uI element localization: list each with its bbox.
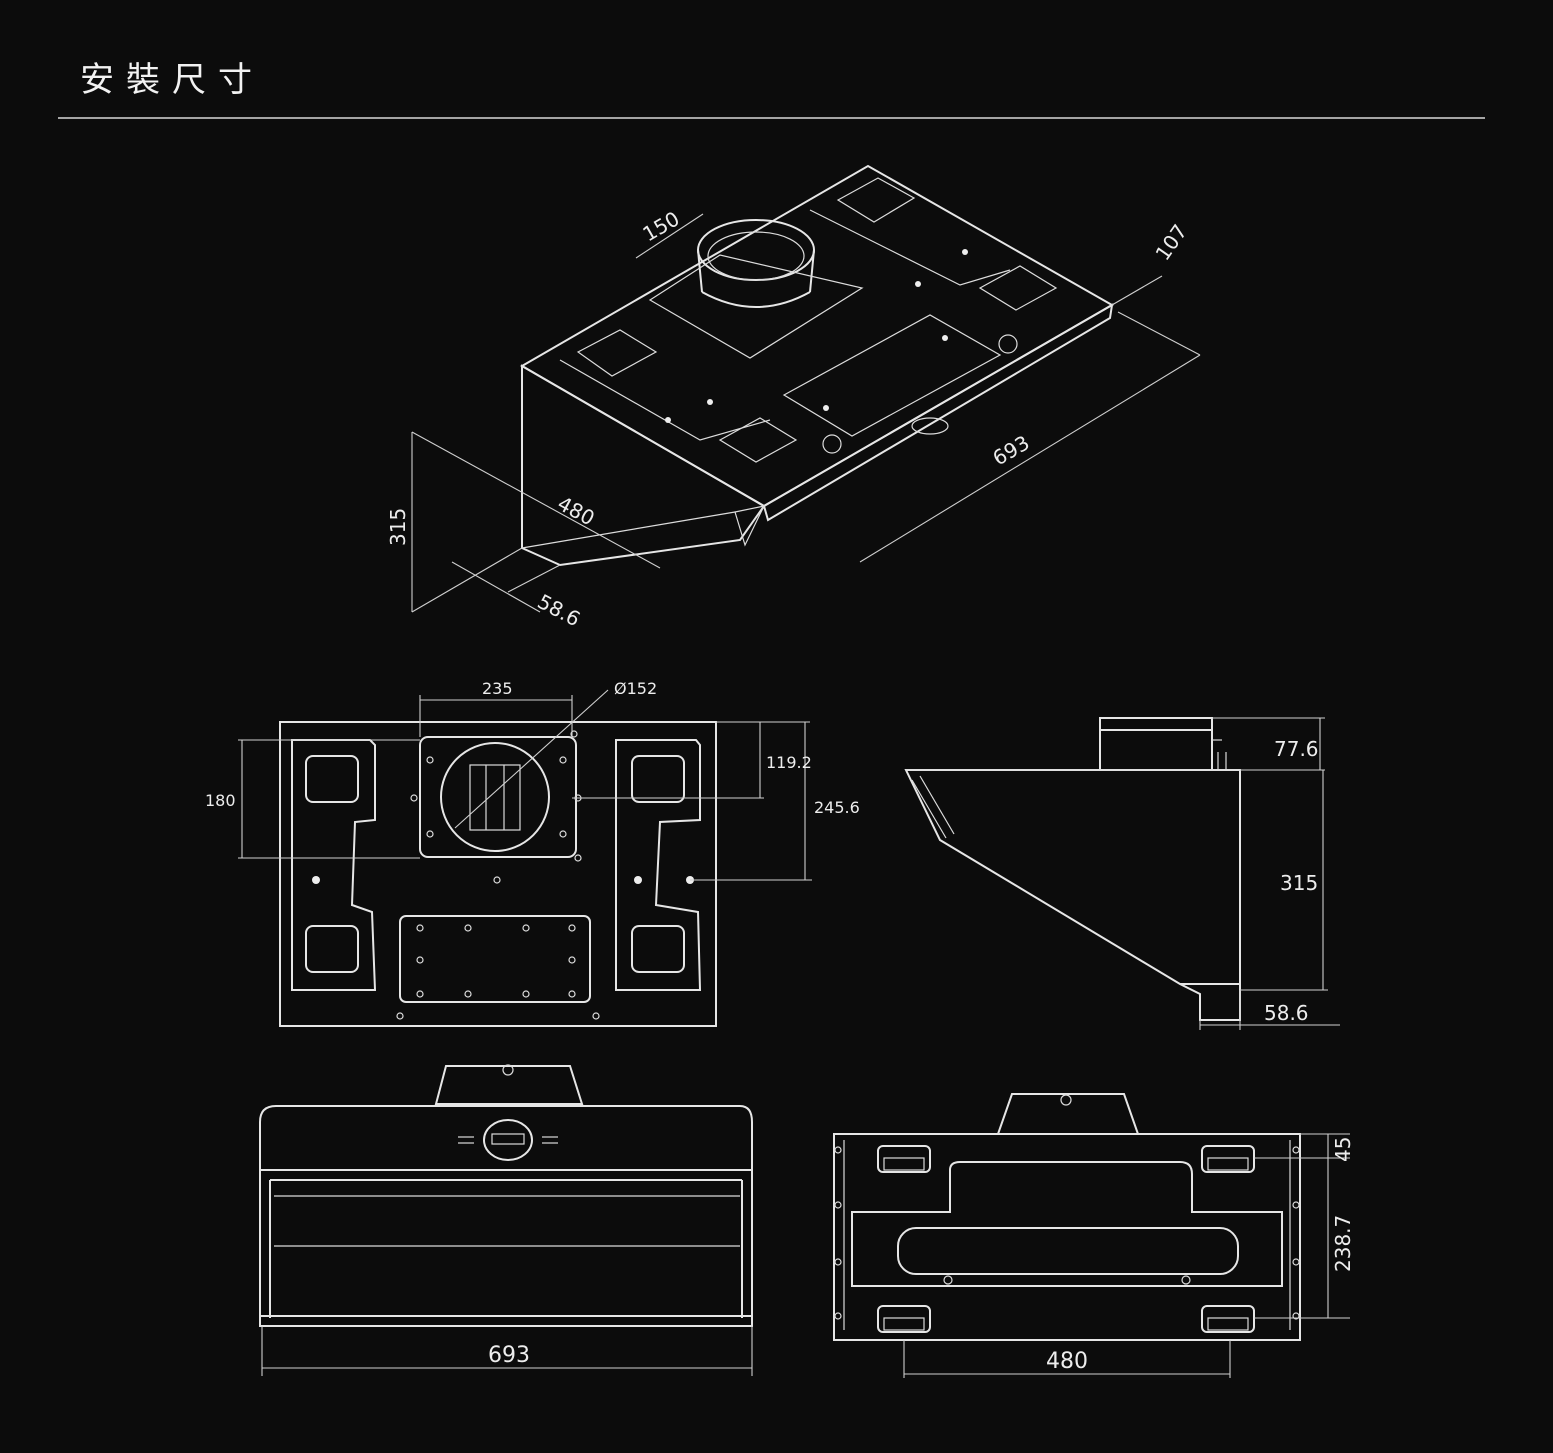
side-dim-315: 315 — [1280, 871, 1318, 895]
iso-dim-480: 480 — [554, 491, 599, 530]
isometric-view: 150 107 693 480 315 58.6 — [386, 164, 1201, 631]
top-dim-235: 235 — [482, 679, 513, 698]
iso-dim-693: 693 — [989, 430, 1034, 470]
iso-dim-107: 107 — [1150, 220, 1192, 265]
back-dim-480: 480 — [1046, 1349, 1088, 1374]
back-view: 45 238.7 480 — [833, 1093, 1355, 1378]
top-dim-180: 180 — [205, 791, 236, 810]
top-dim-diameter-152: Ø152 — [614, 679, 657, 698]
back-dim-45: 45 — [1331, 1137, 1355, 1162]
page-title: 安裝尺寸 — [80, 60, 264, 100]
back-dim-238-7: 238.7 — [1331, 1215, 1355, 1272]
side-dim-77-6: 77.6 — [1274, 737, 1319, 761]
iso-dim-315: 315 — [386, 508, 410, 546]
iso-dim-58-6: 58.6 — [534, 589, 585, 631]
side-dim-58-6: 58.6 — [1264, 1001, 1309, 1025]
front-view: 693 — [259, 1064, 753, 1376]
iso-dim-150: 150 — [639, 206, 684, 246]
side-view: 77.6 315 58.6 — [904, 717, 1340, 1030]
top-dim-119-2: 119.2 — [766, 753, 812, 772]
front-dim-693: 693 — [488, 1343, 530, 1368]
top-dim-245-6: 245.6 — [814, 798, 860, 817]
top-view: 235 Ø152 119.2 180 245.6 — [205, 679, 860, 1027]
